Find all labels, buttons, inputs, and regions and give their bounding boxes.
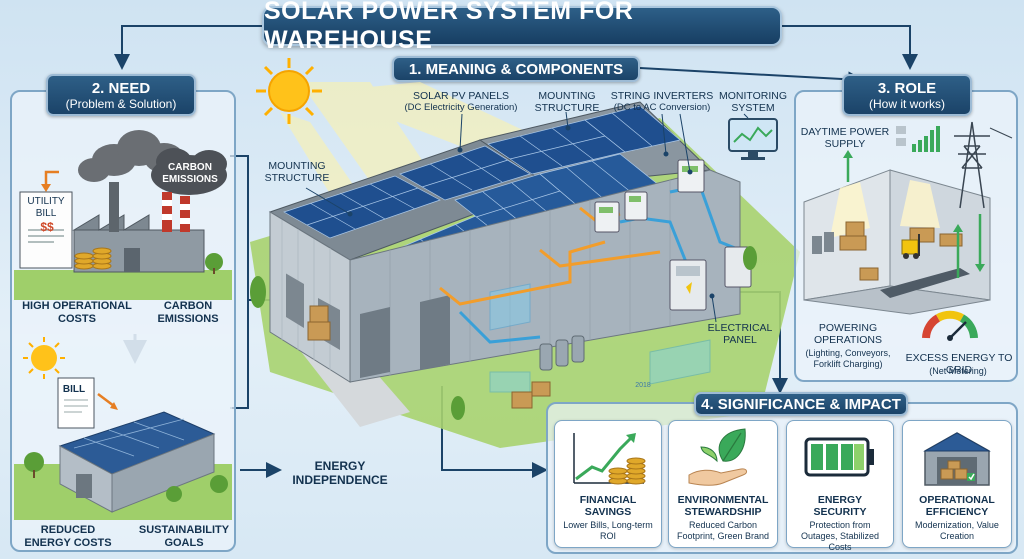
section-need-tag: 2. NEED (Problem & Solution) [46, 74, 196, 116]
sun-icon [256, 58, 322, 124]
mini-bar-chart [912, 126, 940, 152]
forklift-icon [901, 234, 920, 259]
warehouse-interior-illustration [803, 121, 1013, 315]
battery-icon [804, 437, 874, 477]
impact-card-financial-desc: Lower Bills, Long-term ROI [563, 520, 653, 541]
solar-panels-sublabel: (DC Electricity Generation) [404, 102, 518, 113]
monitoring-screen-icon [728, 118, 778, 160]
bill-label: BILL [62, 384, 86, 395]
string-inverter-icon [594, 159, 705, 233]
section-meaning-tag: 1. MEANING & COMPONENTS [392, 56, 640, 82]
section-need-title: 2. NEED [91, 79, 151, 97]
utility-bill-icon [19, 191, 73, 269]
impact-card-efficiency-desc: Modernization, Value Creation [915, 520, 999, 541]
warehouse-illustration [250, 82, 800, 448]
coin-stack-icon [74, 247, 112, 270]
impact-card-environmental-title: ENVIRONMENTAL STEWARDSHIP [677, 494, 769, 519]
section-meaning-title: 1. MEANING & COMPONENTS [408, 60, 624, 78]
bill-icon [57, 377, 95, 429]
power-pylon-icon [954, 121, 990, 209]
monitor-year-label: 2018 [635, 382, 651, 389]
trees [250, 246, 757, 420]
electrical-panel-label: ELECTRICAL PANEL [707, 322, 773, 347]
impact-card-security-title: ENERGY SECURITY [813, 494, 867, 519]
impact-card-financial: FINANCIAL SAVINGS Lower Bills, Long-term… [554, 420, 662, 548]
impact-card-efficiency-title: OPERATIONAL EFFICIENCY [919, 494, 995, 519]
impact-card-environmental: ENVIRONMENTAL STEWARDSHIP Reduced Carbon… [668, 420, 778, 548]
warehouse-icon [923, 432, 991, 486]
section-significance-title: 4. SIGNIFICANCE & IMPACT [701, 395, 901, 413]
storage-cylinders [539, 335, 585, 371]
powering-operations-label: POWERING OPERATIONS [813, 322, 883, 347]
bill-amount-label: $$ [40, 220, 54, 234]
impact-card-environmental-desc: Reduced Carbon Footprint, Green Brand [676, 520, 770, 541]
monitoring-label: MONITORING SYSTEM [718, 90, 788, 115]
excess-energy-sublabel: (Net Metering) [929, 366, 987, 376]
solar-warehouse-small [14, 334, 232, 520]
impact-card-security-desc: Protection from Outages, Stabilized Cost… [800, 520, 880, 552]
cardboard-boxes [307, 305, 551, 409]
carbon-emissions-label: CARBON EMISSIONS [157, 300, 219, 325]
sustainability-label: SUSTAINABILITY GOALS [138, 524, 230, 549]
section-significance-tag: 4. SIGNIFICANCE & IMPACT [694, 392, 908, 416]
mounting-left-label: MOUNTING STRUCTURE [264, 160, 330, 185]
energy-independence-label: ENERGY INDEPENDENCE [292, 459, 388, 487]
powering-operations-sublabel: (Lighting, Conveyors, Forklift Charging) [805, 348, 891, 369]
reduced-costs-label: REDUCED ENERGY COSTS [24, 524, 112, 549]
high-costs-label: HIGH OPERATIONAL COSTS [22, 300, 132, 325]
daytime-supply-label: DAYTIME POWER SUPPLY [800, 126, 890, 151]
factory-illustration [14, 130, 232, 300]
section-role-title: 3. ROLE [877, 79, 937, 97]
section-role-tag: 3. ROLE (How it works) [842, 74, 972, 116]
excess-energy-label: EXCESS ENERGY TO GRID [905, 352, 1013, 377]
carbon-cloud-icon [151, 148, 227, 195]
sun-icon [23, 337, 65, 379]
utility-bill-label: UTILITY BILL [27, 196, 65, 219]
mounting-top-label: MOUNTING STRUCTURE [534, 90, 600, 115]
leaf-hand-icon [688, 428, 748, 486]
string-inverters-sublabel: (DC to AC Conversion) [613, 102, 711, 113]
carbon-cloud-label: CARBON EMISSIONS [162, 162, 218, 185]
impact-card-financial-title: FINANCIAL SAVINGS [579, 494, 637, 519]
coins-growth-icon [573, 433, 646, 485]
section-need-subtitle: (Problem & Solution) [65, 96, 177, 111]
string-inverters-label: STRING INVERTERS [610, 90, 714, 102]
impact-card-security: ENERGY SECURITY Protection from Outages,… [786, 420, 894, 552]
section-role-subtitle: (How it works) [868, 96, 945, 111]
net-metering-gauge-icon [922, 310, 978, 341]
impact-card-efficiency: OPERATIONAL EFFICIENCY Modernization, Va… [902, 420, 1012, 548]
solar-panels-label: SOLAR PV PANELS [412, 90, 510, 102]
